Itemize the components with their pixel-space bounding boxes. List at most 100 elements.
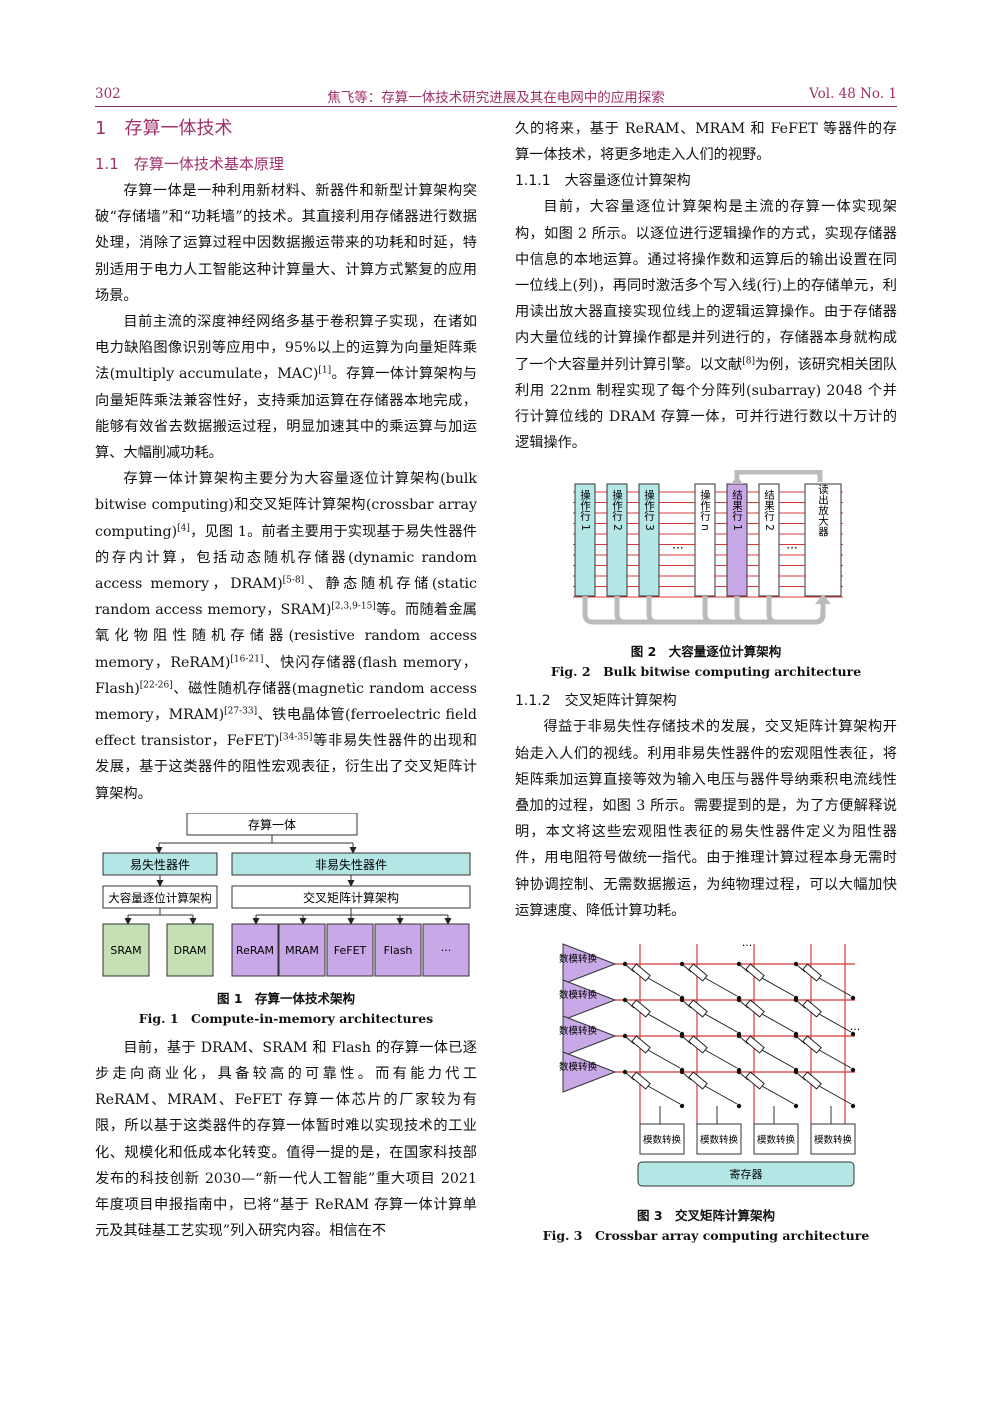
fig2-row-label: 结果行 1 [731, 489, 743, 531]
fig3-register-label: 寄存器 [730, 1167, 763, 1181]
fig3-register-box [637, 1161, 855, 1187]
fig1-bulk-label: 大容量逐位计算架构 [108, 891, 212, 905]
fig3-resistor [631, 999, 651, 1018]
fig1-leaf-box [326, 923, 374, 977]
fig2-caption-en: Fig. 2 Bulk bitwise computing architectu… [550, 664, 862, 680]
citation: [4] [177, 522, 190, 533]
fig3-adc-label: 模数转换 [643, 1134, 682, 1146]
fig3-wire [704, 1013, 738, 1033]
citation: [22-26] [139, 680, 173, 691]
fig2-row-label: 结果行 2 [763, 489, 775, 531]
fig3-wire [681, 963, 692, 973]
fig3-wire [704, 1085, 738, 1105]
running-title: 焦飞等：存算一体技术研究进展及其在电网中的应用探索 [327, 90, 665, 106]
right-column: 久的将来，基于 ReRAM、MRAM 和 FeFET 等器件的存算一体技术，将更… [515, 116, 897, 1252]
paragraph-bulk: 目前，大容量逐位计算架构是主流的存算一体实现架构，如图 2 所示。以逐位进行逻辑… [515, 199, 897, 452]
fig3-resistor [688, 1035, 708, 1054]
fig3-wire [761, 1013, 795, 1033]
fig1-root-label: 存算一体 [248, 817, 296, 832]
fig3-dac-label: 数模转换 [559, 1025, 598, 1037]
citation: [1] [318, 365, 332, 376]
paragraph-2: 目前主流的深度神经网络多基于卷积算子实现，在诸如电力缺陷图像识别等应用中，95%… [95, 314, 477, 462]
subsubsection-heading-2: 1.1.2 交叉矩阵计算架构 [515, 693, 677, 710]
fig1-leaf-box [231, 923, 279, 977]
fig3-adc-box [696, 1123, 742, 1155]
fig1-leaf-label: ··· [441, 944, 452, 957]
fig3-wire [624, 1071, 635, 1081]
fig3-dac-label: 数模转换 [559, 953, 598, 965]
fig1-leaf-box [374, 923, 422, 977]
fig3-wire [738, 999, 749, 1009]
citation: [2,3,9-15] [331, 601, 376, 612]
fig3-adc-label: 模数转换 [757, 1134, 796, 1146]
fig3-wire [681, 999, 692, 1009]
fig3-wire [704, 977, 738, 997]
fig3-resistor [688, 963, 708, 982]
fig3-node [850, 1067, 856, 1073]
fig3-wire [738, 963, 749, 973]
fig3-resistor [745, 1035, 765, 1054]
fig3-dots-right: ... [850, 1020, 861, 1033]
fig3-resistor [745, 999, 765, 1018]
fig3-dac-label: 数模转换 [559, 1061, 598, 1073]
fig3-node [850, 995, 856, 1001]
fig2-dots: ··· [672, 541, 683, 555]
fig1-caption-en: Fig. 1 Compute-in-memory architectures [138, 1010, 434, 1026]
fig2-row-label: 操作行 n [699, 489, 711, 531]
fig1-leaf-box [278, 923, 326, 977]
fig3-resistor [802, 999, 822, 1018]
citation: [27-33] [224, 706, 258, 717]
fig3-wire [761, 977, 795, 997]
fig3-wire [738, 1035, 749, 1045]
fig3-dac-triangle [562, 1015, 617, 1057]
paragraph-1: 存算一体是一种利用新材料、新器件和新型计算架构突破“存储墙”和“功耗墙”的技术。… [95, 183, 477, 304]
fig3-adc-label: 模数转换 [814, 1134, 853, 1146]
fig3-wire [681, 1035, 692, 1045]
page-number: 302 [95, 86, 121, 102]
fig3-wire [704, 1049, 738, 1069]
fig3-node [736, 1103, 742, 1109]
fig3-wire [818, 1049, 852, 1069]
fig3-adc-box [639, 1123, 685, 1155]
fig1-leaf-label: Flash [384, 944, 413, 957]
paragraph-continued: 久的将来，基于 ReRAM、MRAM 和 FeFET 等器件的存算一体技术，将更… [515, 121, 897, 164]
citation: [5-8] [282, 575, 305, 586]
volume-info: Vol. 48 No. 1 [809, 86, 897, 102]
fig1-leaf-box [102, 923, 150, 977]
fig3-wire [818, 1013, 852, 1033]
fig1-caption-cn: 图 1 存算一体技术架构 [216, 990, 356, 1006]
fig3-caption-en: Fig. 3 Crossbar array computing architec… [542, 1228, 870, 1244]
citation: [8] [742, 355, 755, 366]
fig3-dac-triangle [562, 979, 617, 1021]
fig3-node [850, 1103, 856, 1109]
header-rule [95, 106, 897, 107]
fig3-wire [761, 1085, 795, 1105]
fig3-wire [647, 1049, 681, 1069]
figure-3: 数模转换数模转换数模转换数模转换......模数转换模数转换模数转换模数转换寄存… [515, 936, 897, 1246]
fig2-row-label: 读出放大器 [817, 483, 829, 537]
fig3-wire [624, 963, 635, 973]
fig1-crossbar-label: 交叉矩阵计算架构 [303, 890, 399, 905]
figure-1: 存算一体 易失性器件 非易失性器件 大容量逐位计算架构 交叉矩阵计算架构 [95, 812, 477, 1029]
fig2-row-label: 操作行 1 [579, 489, 591, 531]
fig2-feedback-arrow [766, 596, 826, 625]
fig1-leaf-label: FeFET [334, 944, 367, 957]
fig3-resistor [631, 1035, 651, 1054]
fig1-leaf-label: ReRAM [236, 944, 274, 957]
subsection-heading: 1.1 存算一体技术基本原理 [95, 155, 284, 173]
fig2-feedback-arrow [734, 596, 826, 625]
paragraph-4: 目前，基于 DRAM、SRAM 和 Flash 的存算一体已逐步走向商业化，具备… [95, 1039, 477, 1240]
citation: [34-35] [279, 732, 313, 743]
subsubsection-heading-1: 1.1.1 大容量逐位计算架构 [515, 173, 691, 190]
fig3-wire [647, 1085, 681, 1105]
fig3-wire [681, 1071, 692, 1081]
fig3-resistor [688, 999, 708, 1018]
fig3-wire [647, 977, 681, 997]
fig3-diagram: 数模转换数模转换数模转换数模转换......模数转换模数转换模数转换模数转换寄存… [559, 936, 861, 1187]
fig2-arrowhead [815, 594, 831, 605]
fig3-resistor [802, 1071, 822, 1090]
fig3-adc-label: 模数转换 [700, 1134, 739, 1146]
fig3-adc-box [753, 1123, 799, 1155]
